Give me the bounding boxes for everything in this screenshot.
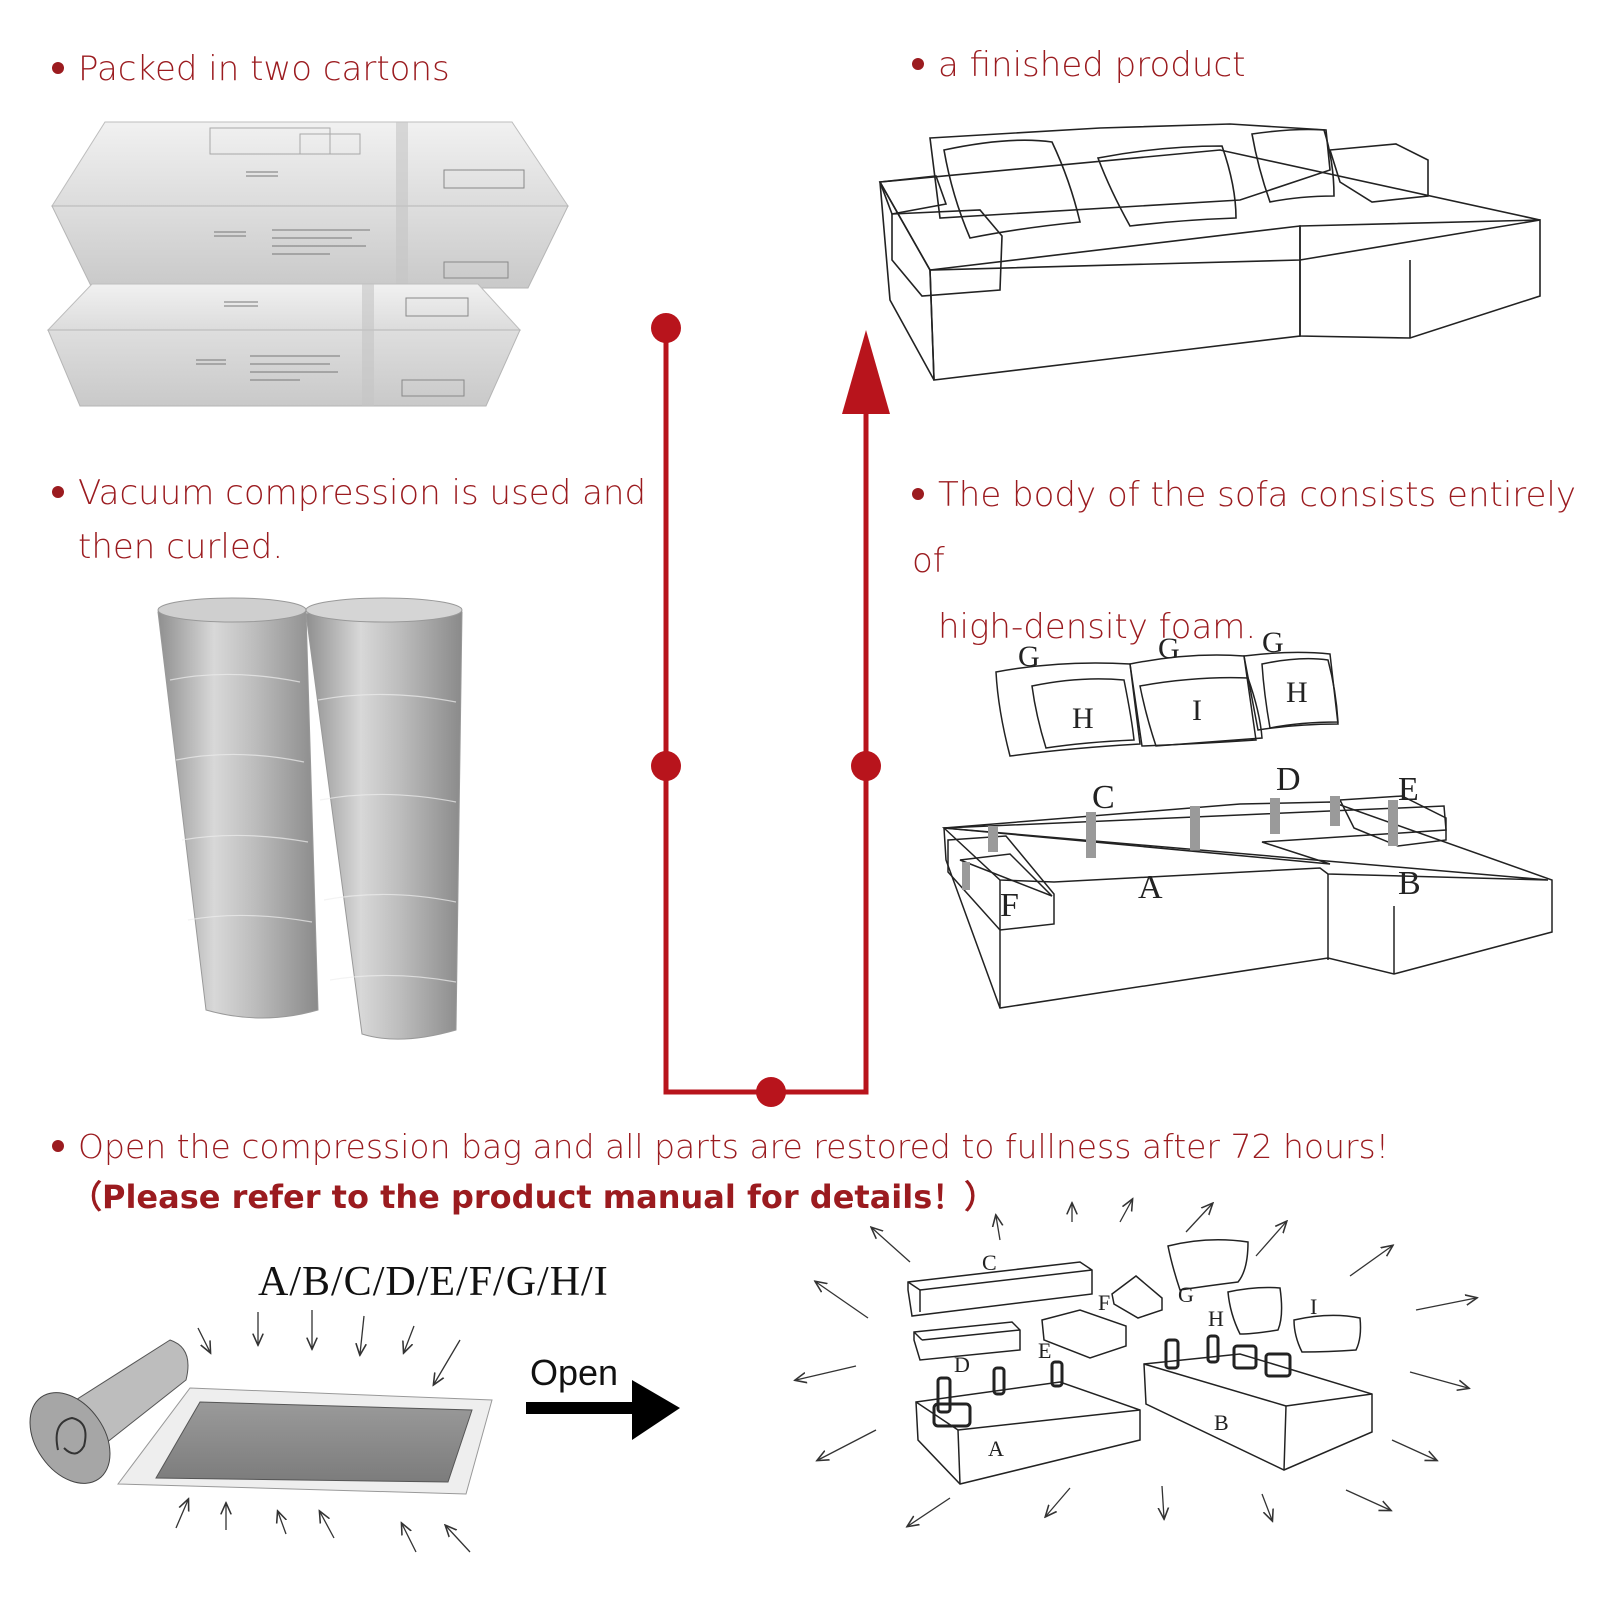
open-label: Open — [530, 1352, 619, 1393]
label-a: A — [1138, 869, 1163, 906]
label-f: F — [1000, 887, 1019, 924]
exp-label-e: E — [1038, 1338, 1051, 1363]
exp-label-i: I — [1310, 1294, 1317, 1319]
label-g1: G — [1018, 640, 1040, 673]
label-d: D — [1276, 761, 1301, 798]
manual-note: （Please refer to the product manual for … — [70, 1178, 997, 1216]
label-h1: H — [1072, 702, 1094, 735]
unrolled-foam-drawing — [29, 1310, 493, 1553]
process-flow-line — [651, 313, 890, 1107]
caption-restore: Open the compression bag and all parts a… — [52, 1120, 1389, 1174]
exp-label-h: H — [1208, 1306, 1224, 1331]
caption-finished: a finished product — [912, 38, 1245, 92]
bullet-icon — [52, 61, 64, 74]
open-arrow-icon — [526, 1380, 680, 1440]
exp-label-f: F — [1098, 1290, 1110, 1315]
caption-foam: The body of the sofa consists entirely o… — [912, 475, 1576, 647]
exp-label-c: C — [982, 1250, 997, 1275]
exp-label-g: G — [1178, 1282, 1194, 1307]
compressed-rolls-photo — [157, 597, 463, 1040]
bullet-icon — [52, 485, 64, 498]
label-g3: G — [1262, 626, 1284, 659]
bullet-icon — [52, 1139, 64, 1152]
exp-label-a: A — [988, 1436, 1004, 1461]
part-list: A/B/C/D/E/F/G/H/I — [258, 1259, 609, 1305]
exp-label-b: B — [1214, 1410, 1229, 1435]
exp-label-d: D — [954, 1352, 970, 1377]
label-b: B — [1398, 865, 1421, 902]
finished-sofa-drawing — [878, 123, 1541, 381]
caption-packed: Packed in two cartons — [52, 42, 450, 96]
label-i1: I — [1192, 694, 1202, 727]
expanded-parts-drawing: C D E F G H I A B — [796, 1200, 1476, 1526]
flow-arrow-up-icon — [842, 330, 890, 414]
label-h2: H — [1286, 676, 1308, 709]
label-c: C — [1092, 779, 1115, 816]
label-g2: G — [1158, 632, 1180, 665]
sofa-parts-diagram: G G G H I H C D E F A B — [941, 626, 1553, 1009]
label-e: E — [1398, 771, 1419, 808]
cartons-photo — [46, 121, 569, 407]
bullet-icon — [912, 57, 924, 70]
bullet-icon — [912, 487, 924, 500]
caption-vacuum: Vacuum compression is used and then curl… — [52, 466, 646, 574]
